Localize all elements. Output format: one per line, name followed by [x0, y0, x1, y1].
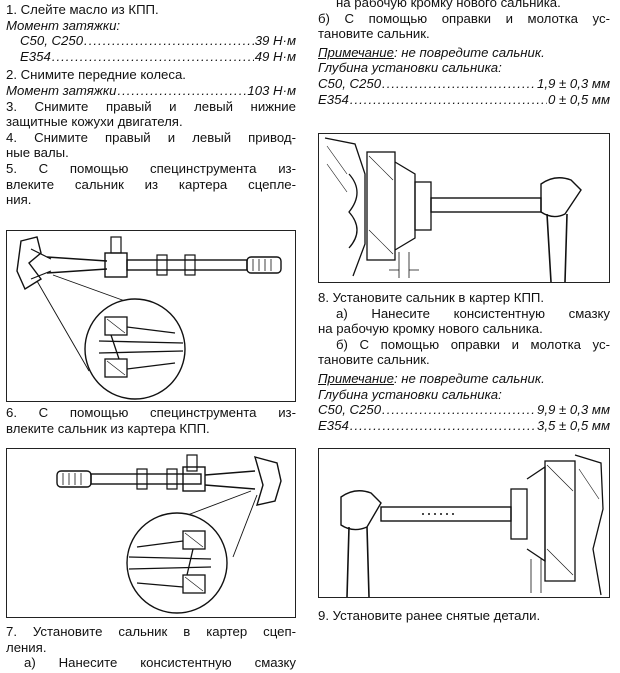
step-9-block: 9. Установите ранее снятые детали. [318, 608, 610, 624]
depth-label-2: Глубина установки сальника: [318, 386, 502, 402]
figure-seal-install-clutch-housing [318, 133, 610, 283]
step-1: 1. Слейте масло из КПП. [6, 2, 159, 17]
step-8b-line-1: б) С помощью оправки и молотка ус- [336, 336, 610, 352]
torque-label-1: Момент затяжки: [6, 17, 121, 33]
puller-diagram-2 [56, 454, 282, 614]
right-line-2: б) С помощью оправки и молотка ус- [318, 10, 610, 26]
step-7-line-1: 7. Установите сальник в картер сцеп- [6, 624, 296, 639]
step-5-line-3: ния. [6, 192, 32, 208]
torque-row-wheels: Момент затяжки103 Н·м [6, 83, 296, 99]
note-2: Примечание: не повредите сальник. [318, 370, 545, 386]
step-7-line-2: ления. [6, 639, 47, 655]
step-8: 8. Установите сальник в картер КПП. [318, 290, 545, 305]
puller-diagram [16, 236, 282, 400]
depth2-row-e354: E3543,5 ± 0,5 мм [318, 418, 610, 434]
step-7-block: 7. Установите сальник в картер сцеп- лен… [6, 624, 296, 671]
step-6-block: 6. С помощью специнструмента из- влеките… [6, 405, 296, 436]
step-6-line-2: влеките сальник из картера КПП. [6, 420, 210, 436]
hammer-diagram-2 [340, 454, 604, 597]
step-4-line-1: 4. Снимите правый и левый привод- [6, 129, 296, 145]
step-8b-line-2: тановите сальник. [318, 352, 430, 368]
figure-seal-removal-clutch-housing [6, 230, 296, 402]
torque-row-c50: C50, C25039 Н·м [6, 33, 296, 49]
step-7a: а) Нанесите консистентную смазку [24, 655, 296, 671]
step-8a-line-1: а) Нанесите консистентную смазку [336, 305, 610, 321]
right-line-3: тановите сальник. [318, 26, 430, 42]
figure-seal-removal-transmission-case [6, 448, 296, 618]
step-3-line-1: 3. Снимите правый и левый нижние [6, 98, 296, 114]
torque-row-e354: E35449 Н·м [6, 49, 296, 65]
depth-row-e354: E3540 ± 0,5 мм [318, 92, 610, 108]
right-column-top: на рабочую кромку нового сальника. б) С … [318, 0, 610, 107]
depth-label-1: Глубина установки сальника: [318, 60, 502, 76]
step-6-line-1: 6. С помощью специнструмента из- [6, 405, 296, 420]
step-3-line-2: защитные кожухи двигателя. [6, 114, 183, 130]
step-5-line-2: влеките сальник из картера сцепле- [6, 176, 296, 192]
step-4-line-2: ные валы. [6, 145, 69, 161]
step-5-line-1: 5. С помощью специнструмента из- [6, 160, 296, 176]
step-2: 2. Снимите передние колеса. [6, 67, 186, 83]
note-1: Примечание: не повредите сальник. [318, 44, 545, 60]
depth-row-c50: C50, C2501,9 ± 0,3 мм [318, 76, 610, 92]
right-line-1: на рабочую кромку нового сальника. [336, 0, 561, 10]
figure-seal-install-transmission-case [318, 448, 610, 598]
left-column: 1. Слейте масло из КПП. Момент затяжки: … [6, 0, 296, 208]
step-8a-line-2: на рабочую кромку нового сальника. [318, 321, 543, 337]
hammer-diagram [324, 137, 582, 282]
step-9: 9. Установите ранее снятые детали. [318, 608, 541, 623]
depth2-row-c50: C50, C2509,9 ± 0,3 мм [318, 402, 610, 418]
step-8-block: 8. Установите сальник в картер КПП. а) Н… [318, 290, 610, 433]
